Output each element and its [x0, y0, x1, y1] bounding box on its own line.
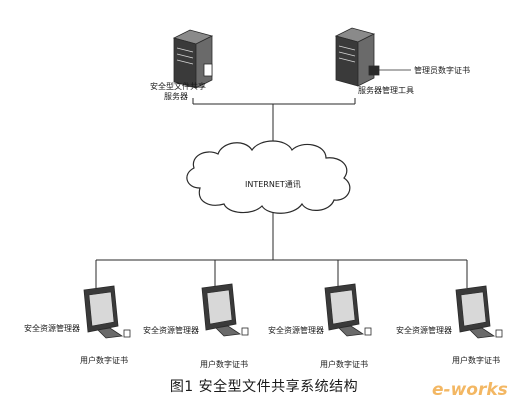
client-monitor-3 [324, 283, 372, 337]
admin-cert-label: 管理员数字证书 [414, 66, 470, 75]
admin-server-device [334, 27, 376, 87]
file-server-device [172, 29, 214, 89]
admin-cert-key-icon [368, 65, 411, 76]
client-monitor-4 [455, 285, 503, 339]
client-key-icon [241, 327, 249, 336]
watermark-logo: e-works [432, 380, 508, 400]
connection-lines [95, 98, 468, 288]
monitor-screen [88, 291, 115, 327]
client-4-cert-label: 用户数字证书 [452, 356, 500, 365]
server-side [357, 33, 375, 87]
file-server-label-line1: 安全型文件共享 [150, 82, 206, 91]
client-key-icon [364, 327, 372, 336]
internet-cloud [186, 140, 351, 214]
monitor-screen [329, 289, 356, 325]
client-3-cert-label: 用户数字证书 [320, 360, 368, 369]
client-1-cert-label: 用户数字证书 [80, 356, 128, 365]
monitor-stand [469, 327, 496, 339]
cloud-shape [186, 140, 351, 214]
admin-tool-label: 服务器管理工具 [358, 86, 414, 95]
client-4-manager-label: 安全资源管理器 [396, 326, 452, 335]
monitor-stand [338, 325, 365, 337]
client-2-cert-label: 用户数字证书 [200, 360, 248, 369]
server-front [335, 35, 359, 87]
monitor-stand [215, 325, 242, 337]
client-monitor-2 [201, 283, 249, 337]
server-key [203, 63, 213, 77]
client-2-manager-label: 安全资源管理器 [143, 326, 199, 335]
monitor-stand [97, 327, 124, 339]
monitor-screen [460, 291, 487, 327]
file-server-label-line2: 服务器 [164, 92, 188, 101]
server-front [173, 37, 197, 89]
client-key-icon [123, 329, 131, 338]
client-monitor-1 [83, 285, 131, 339]
client-1-manager-label: 安全资源管理器 [24, 324, 80, 333]
client-3-manager-label: 安全资源管理器 [268, 326, 324, 335]
server-side [195, 35, 213, 89]
monitor-screen [206, 289, 233, 325]
client-key-icon [495, 329, 503, 338]
cloud-label: INTERNET通讯 [245, 180, 301, 189]
figure-caption: 图1 安全型文件共享系统结构 [169, 379, 359, 395]
